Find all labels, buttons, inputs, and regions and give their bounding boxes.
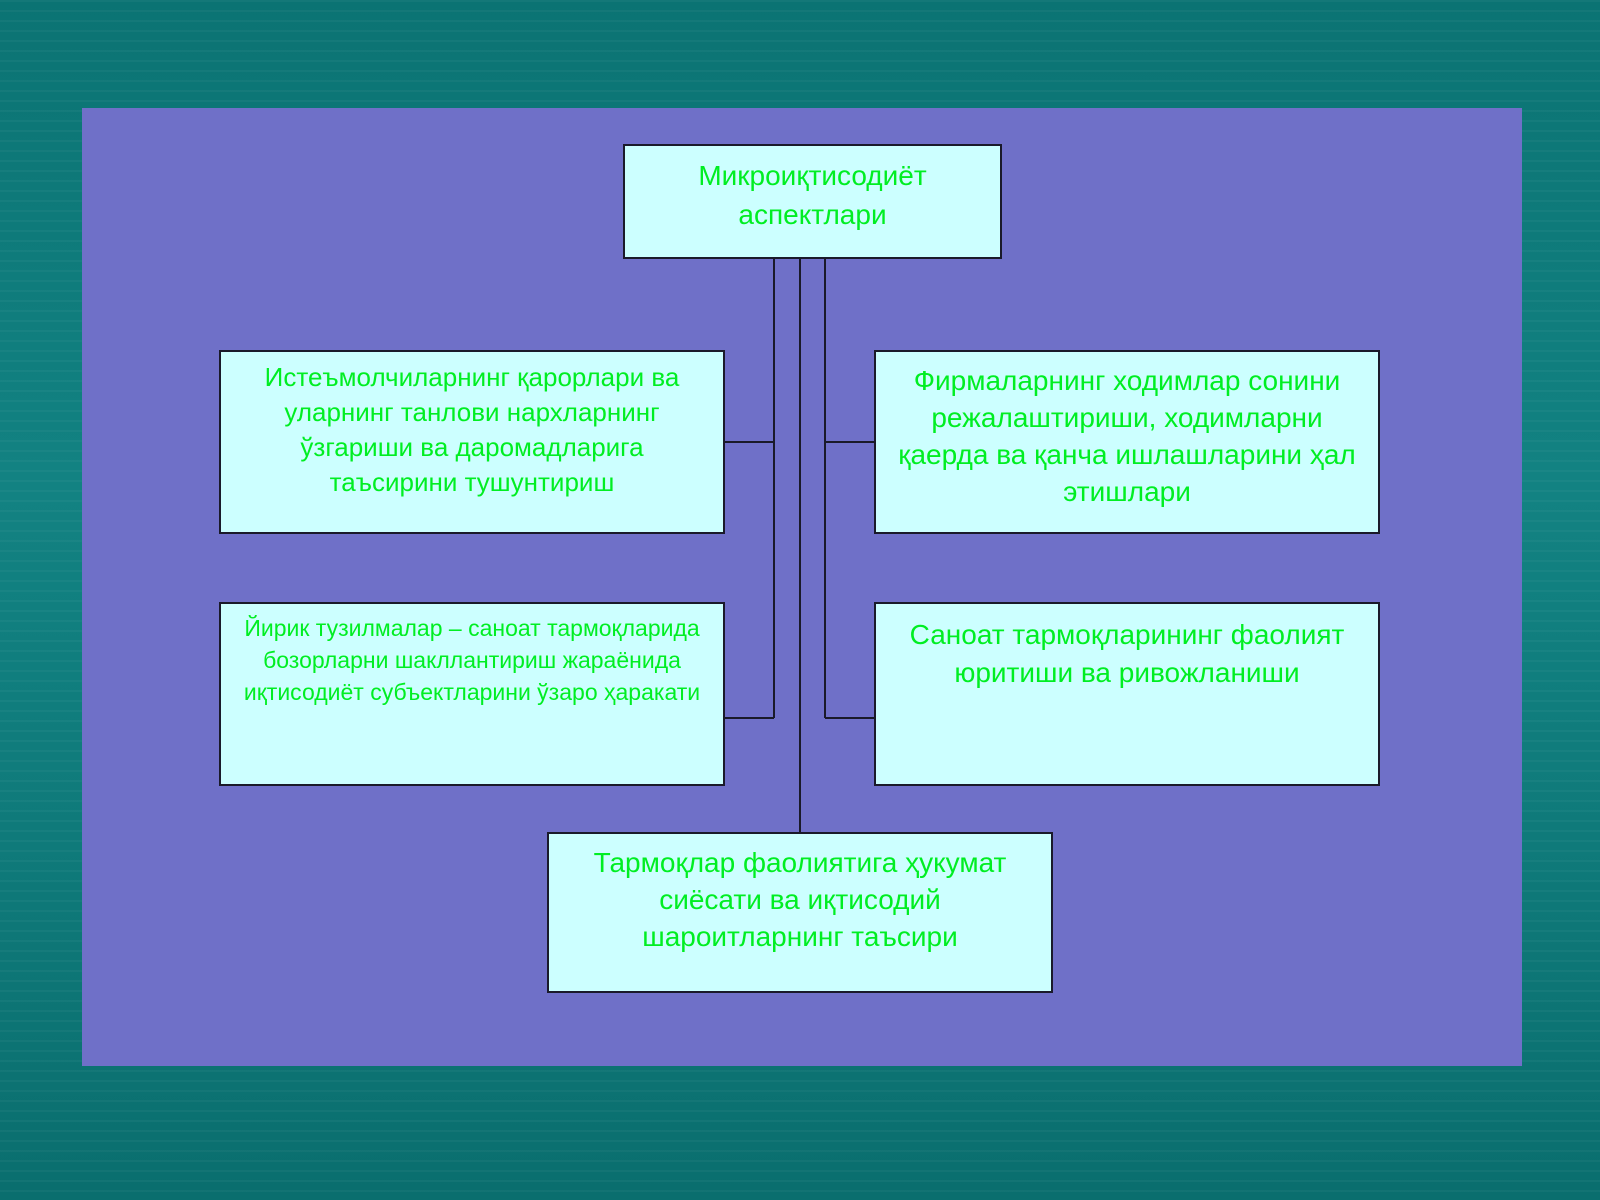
node-firms-label: Фирмаларнинг ходимлар сонини режалаштири… — [898, 365, 1356, 507]
node-government: Тармоқлар фаолиятига ҳукумат сиёсати ва … — [547, 832, 1053, 993]
node-industry: Саноат тармоқларининг фаолият юритиши ва… — [874, 602, 1380, 786]
root-node: Микроиқтисодиёт аспектлари — [623, 144, 1002, 259]
root-node-label: Микроиқтисодиёт аспектлари — [698, 160, 927, 230]
node-industry-label: Саноат тармоқларининг фаолият юритиши ва… — [909, 619, 1345, 688]
node-consumers: Истеъмолчиларнинг қарорлари ва уларнинг … — [219, 350, 725, 534]
node-structures: Йирик тузилмалар – саноат тармоқларида б… — [219, 602, 725, 786]
node-consumers-label: Истеъмолчиларнинг қарорлари ва уларнинг … — [264, 362, 680, 497]
node-firms: Фирмаларнинг ходимлар сонини режалаштири… — [874, 350, 1380, 534]
node-structures-label: Йирик тузилмалар – саноат тармоқларида б… — [243, 615, 701, 705]
node-government-label: Тармоқлар фаолиятига ҳукумат сиёсати ва … — [593, 847, 1007, 952]
